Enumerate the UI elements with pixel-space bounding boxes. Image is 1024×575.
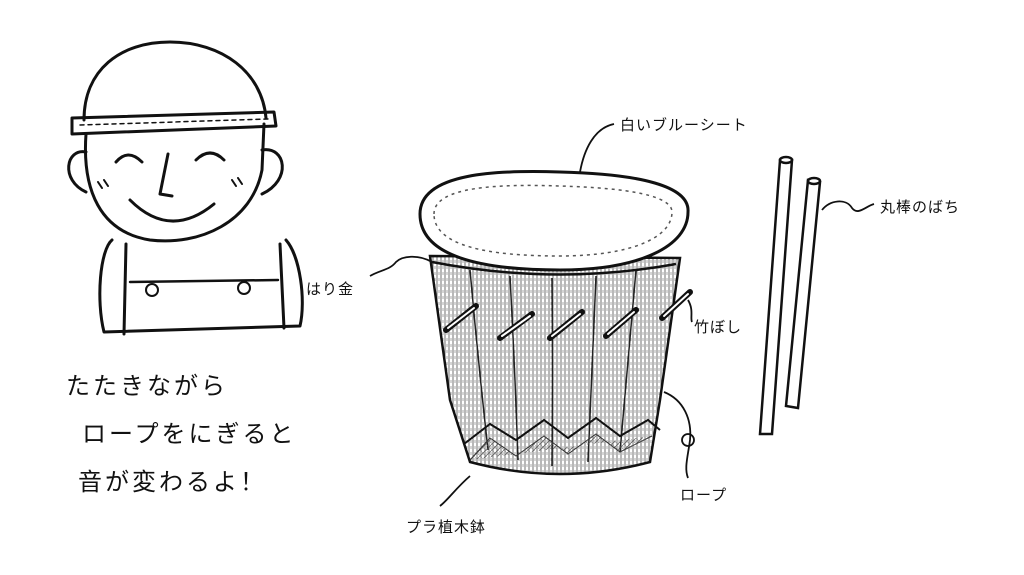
label-wire: はり金: [306, 280, 355, 298]
shirt: [98, 238, 304, 334]
right-ear: [260, 148, 284, 196]
left-ear: [67, 150, 88, 194]
label-plastic-pot: プラ植木鉢: [406, 518, 487, 536]
speech-line-3: 音が変わるよ！: [78, 468, 267, 496]
speech-line-1: たたきながら: [66, 372, 228, 400]
mallet-sticks: [758, 155, 822, 436]
rope-zigzag: [463, 416, 661, 445]
label-bamboo-sticks: 竹ぼし: [694, 318, 743, 336]
apron: [122, 242, 286, 336]
label-rope: ロープ: [680, 486, 728, 504]
label-white-sheet: 白いブルーシート: [620, 116, 748, 134]
label-round-sticks: 丸棒のばち: [880, 198, 961, 216]
leader-wire: [369, 255, 433, 277]
headband: [70, 110, 278, 136]
smile: [128, 198, 216, 223]
leader-bamboo: [687, 299, 693, 323]
face: [83, 122, 266, 243]
left-eye: [114, 153, 144, 164]
helmet: [82, 40, 268, 122]
speech-line-2: ロープをにぎると: [82, 420, 297, 448]
wire-band: [431, 260, 677, 276]
sheet-drumhead: [418, 169, 690, 272]
flowerpot-body: [428, 254, 682, 476]
leader-sticks: [821, 200, 875, 212]
right-eye: [194, 151, 226, 162]
leader-sheet: [579, 123, 615, 173]
drum: [418, 169, 693, 476]
leader-lines: [369, 123, 875, 507]
leader-pot: [439, 475, 471, 507]
leader-rope: [663, 391, 692, 479]
character-figure: [67, 40, 304, 336]
nose: [158, 152, 174, 198]
